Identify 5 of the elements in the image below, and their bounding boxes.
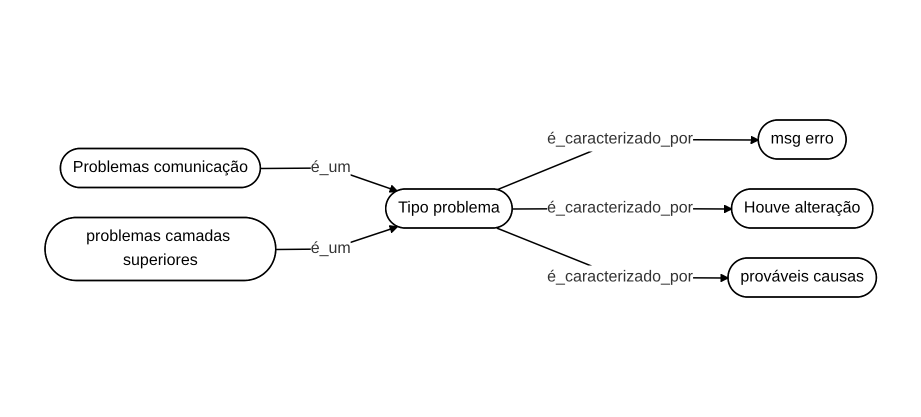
edge-label: é_um — [310, 158, 351, 176]
edge-label: é_caracterizado_por — [546, 199, 693, 216]
edge-label: é_caracterizado_por — [546, 268, 693, 286]
edge-label: é_caracterizado_por — [546, 130, 693, 148]
edge-label: é_um — [310, 240, 351, 257]
